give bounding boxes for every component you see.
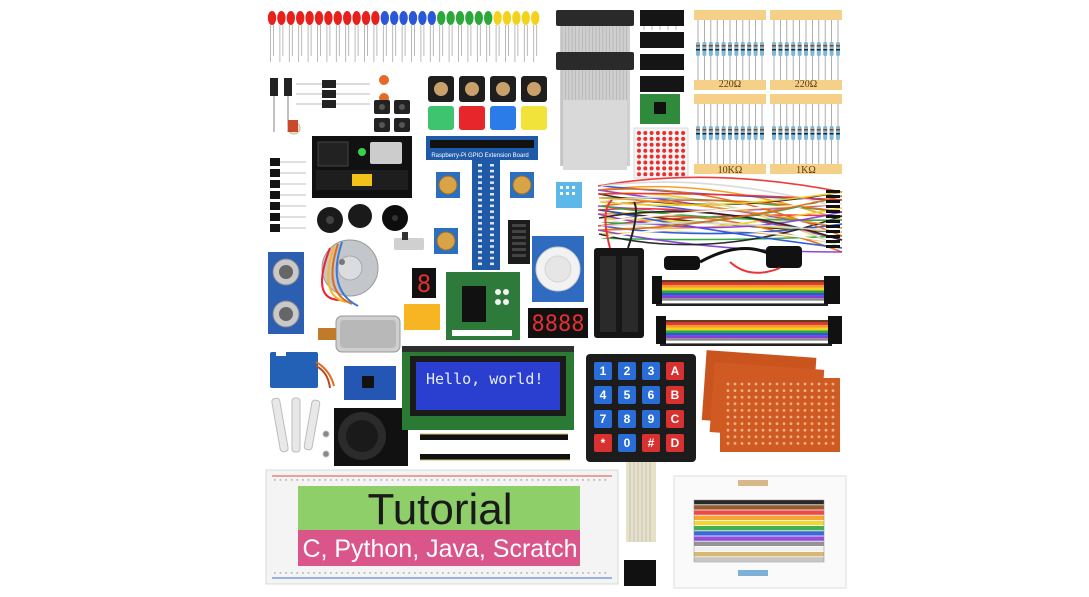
- pin-headers: [420, 433, 570, 461]
- dc-motor: [318, 315, 401, 353]
- keypad-key-label: 1: [600, 364, 607, 378]
- keypad-key: [594, 362, 612, 380]
- proto-boards: [701, 350, 840, 452]
- keypad-key-label: #: [648, 436, 655, 450]
- buzzers: [317, 204, 408, 233]
- keypad-key: [618, 434, 636, 452]
- dht11-sensor: [556, 182, 582, 208]
- keypad-key: [666, 410, 684, 428]
- keypad-key-label: D: [671, 436, 680, 450]
- ultrasonic-sensor: [268, 252, 304, 334]
- keypad-key: [642, 362, 660, 380]
- small-components: [270, 75, 410, 135]
- battery-holder: [594, 199, 644, 338]
- keypad-key: [642, 410, 660, 428]
- keypad-key: [594, 410, 612, 428]
- keypad-key-label: 9: [648, 412, 655, 426]
- pir-sensor: [532, 236, 584, 302]
- keypad-key-label: C: [671, 412, 680, 426]
- keypad-key-label: 6: [648, 388, 655, 402]
- gpio-extension-board: Raspberry-Pi GPIO Extension Board: [426, 136, 538, 270]
- resistor-packs: 220Ω 220Ω 10KΩ 1KΩ: [694, 10, 842, 176]
- svg-text:8: 8: [417, 270, 431, 298]
- keypad-key-label: 8: [624, 412, 631, 426]
- resistor-pack-label: 10KΩ: [718, 165, 743, 176]
- ribbon-cable: [556, 10, 634, 170]
- keypad-key: [642, 386, 660, 404]
- keypad-key-label: A: [671, 364, 680, 378]
- servo-horns: [271, 397, 330, 458]
- keypad-key: [666, 362, 684, 380]
- gpio-board-label: Raspberry-Pi GPIO Extension Board: [431, 153, 528, 159]
- motor-driver-board: [446, 272, 520, 340]
- seven-segment-single: 8: [412, 268, 436, 298]
- ic-chips: [633, 10, 689, 179]
- rainbow-cables: [652, 276, 842, 346]
- keypad-key-label: 7: [600, 412, 607, 426]
- keypad-key: [666, 434, 684, 452]
- keypad-key-label: *: [601, 436, 606, 450]
- tact-buttons: [428, 76, 547, 130]
- keypad-key-label: 5: [624, 388, 631, 402]
- tutorial-title: Tutorial: [367, 485, 512, 534]
- keypad-key: [594, 386, 612, 404]
- keypad-key: [618, 362, 636, 380]
- keypad-key-label: 0: [624, 436, 631, 450]
- keypad-key-label: 2: [624, 364, 631, 378]
- dc-jack: [664, 246, 802, 274]
- potentiometers: [434, 172, 534, 254]
- keypad-key-label: B: [671, 388, 680, 402]
- led-bar-graph: [508, 220, 530, 264]
- transistors: [270, 158, 306, 232]
- keypad-key: [618, 410, 636, 428]
- resistor-color-card: [673, 475, 847, 589]
- keypad-key-label: 4: [600, 388, 607, 402]
- stepper-motor: [321, 239, 379, 307]
- keypad-key: [666, 386, 684, 404]
- relay-module: [404, 304, 440, 330]
- seven-segment-four: 8888: [528, 308, 588, 338]
- lcd-text: Hello, world!: [426, 370, 543, 388]
- lcd-module: Hello, world!: [402, 346, 574, 430]
- keypad-key: [642, 434, 660, 452]
- tutorial-subtitle: C, Python, Java, Scratch: [302, 535, 577, 563]
- slide-switches: [394, 232, 424, 250]
- led-row: [267, 11, 540, 62]
- keypad-key: [618, 386, 636, 404]
- jumper-wires: [597, 176, 843, 253]
- resistor-pack-label: 220Ω: [795, 79, 817, 90]
- keypad-module: 1 2 3 A 4 5 6 B 7 8 9 C * 0 # D: [586, 354, 696, 586]
- power-module: [312, 136, 412, 198]
- breadboard: Tutorial C, Python, Java, Scratch: [265, 469, 619, 585]
- keypad-key: [594, 434, 612, 452]
- keypad-key-label: 3: [648, 364, 655, 378]
- joystick-module: [334, 408, 408, 466]
- resistor-pack-label: 1KΩ: [796, 165, 816, 176]
- imu-module: [344, 366, 396, 400]
- servo-motor: [270, 344, 335, 389]
- resistor-pack-label: 220Ω: [719, 79, 741, 90]
- svg-text:8888: 8888: [532, 312, 585, 337]
